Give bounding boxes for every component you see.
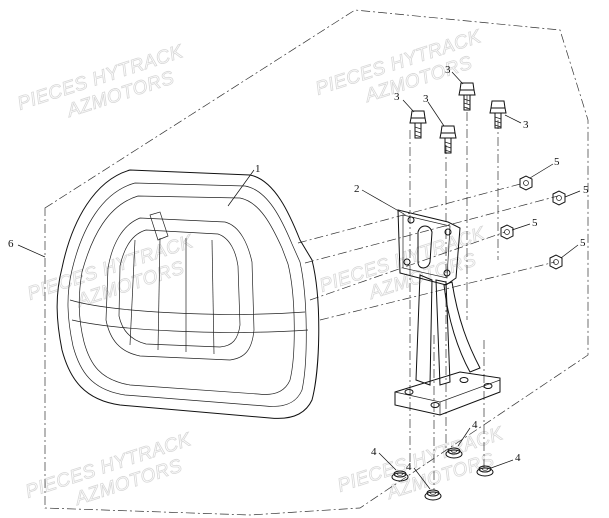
assembly-boundary: [44, 9, 589, 516]
alignment-lines: [297, 95, 559, 490]
callout-5: 5: [532, 217, 538, 229]
callout-2: 2: [354, 183, 360, 195]
callout-4: 4: [515, 452, 521, 464]
bolt: [409, 110, 427, 139]
bolt: [489, 100, 507, 129]
bolt: [439, 125, 457, 154]
callout-5: 5: [583, 184, 589, 196]
watermark-group: PIECES HYTRACK AZMOTORS PIECES HYTRACK A…: [15, 26, 507, 511]
callout-6: 6: [8, 238, 14, 250]
leader-lines: [17, 71, 581, 490]
bolt: [458, 82, 476, 111]
callout-3: 3: [423, 93, 429, 105]
nut: [424, 489, 442, 501]
nut: [445, 447, 463, 459]
nut: [549, 254, 563, 270]
callout-4: 4: [406, 461, 412, 473]
nut: [500, 224, 514, 240]
callout-3: 3: [394, 91, 400, 103]
nut: [476, 465, 494, 477]
side-nuts: [500, 175, 566, 270]
lower-nuts: [391, 447, 494, 501]
callout-3: 3: [523, 119, 529, 131]
mounting-bracket: [394, 209, 501, 416]
callout-4: 4: [472, 419, 478, 431]
nut: [552, 190, 566, 206]
nut: [391, 470, 409, 482]
nut: [519, 175, 533, 191]
bolts: [409, 82, 507, 154]
callout-3: 3: [445, 64, 451, 76]
callout-1: 1: [255, 163, 261, 175]
callouts: 1 2 3 3 3 3 5 5 5 5 4 4 4 4 6: [8, 64, 589, 473]
seat-backrest: [56, 169, 320, 419]
callout-5: 5: [554, 156, 560, 168]
callout-5: 5: [580, 237, 586, 249]
callout-4: 4: [371, 446, 377, 458]
